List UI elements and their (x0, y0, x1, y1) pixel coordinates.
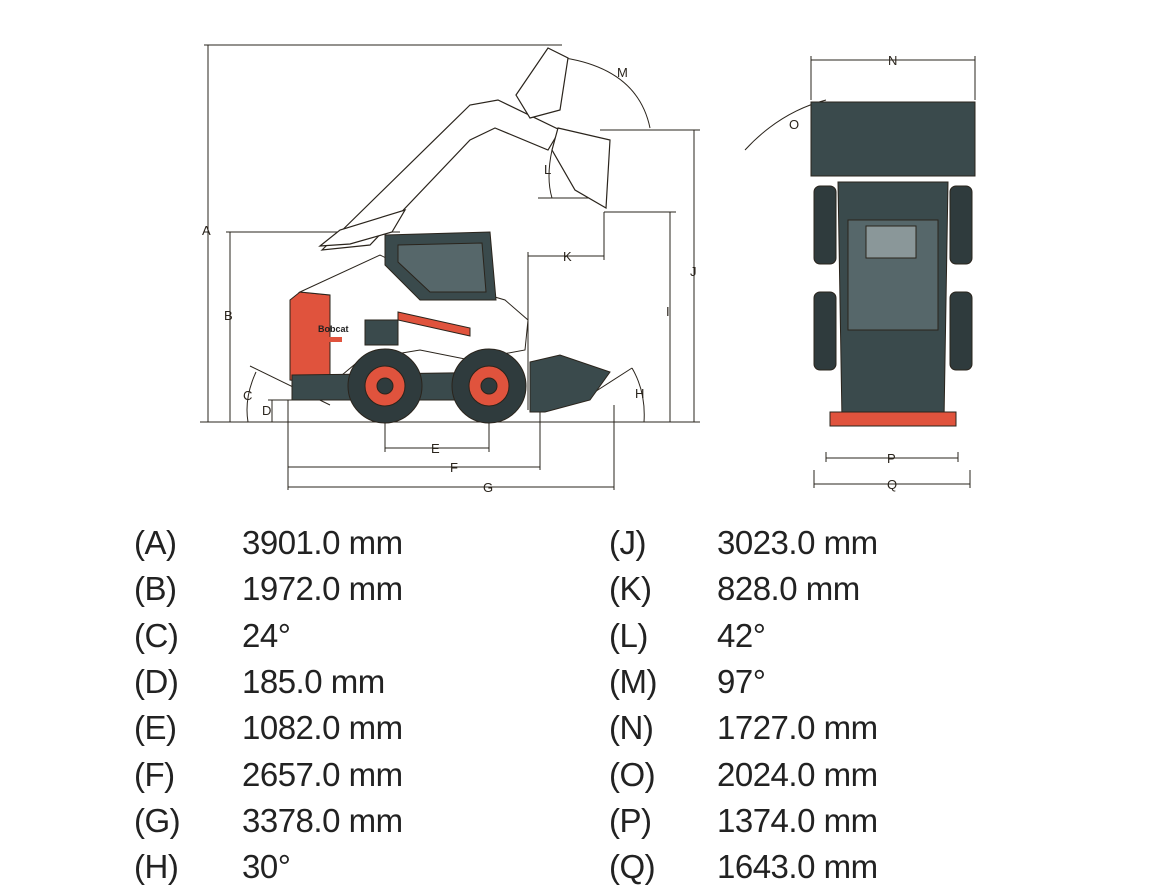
spec-row: (Q) 1643.0 mm (609, 844, 878, 890)
dim-label-i: I (666, 304, 670, 319)
spec-value: 1727.0 mm (717, 709, 878, 747)
skid-steer-dimension-diagram: Bobcat A B C D E F G (200, 44, 976, 495)
spec-row: (G) 3378.0 mm (134, 798, 403, 844)
spec-value: 1972.0 mm (242, 570, 403, 608)
dim-label-q: Q (887, 477, 897, 492)
spec-key: (L) (609, 616, 648, 654)
spec-row: (A) 3901.0 mm (134, 520, 403, 566)
dim-label-b: B (224, 308, 233, 323)
spec-row: (O) 2024.0 mm (609, 751, 878, 797)
spec-key: (Q) (609, 848, 656, 886)
dim-label-f: F (450, 460, 458, 475)
brand-stamp: Bobcat (318, 324, 349, 334)
spec-value: 828.0 mm (717, 570, 860, 608)
spec-value: 2657.0 mm (242, 755, 403, 793)
spec-row: (P) 1374.0 mm (609, 798, 878, 844)
dim-label-h: H (635, 386, 644, 401)
spec-value: 1643.0 mm (717, 848, 878, 886)
dim-label-o: O (789, 117, 799, 132)
spec-row: (H) 30° (134, 844, 403, 890)
spec-row: (N) 1727.0 mm (609, 705, 878, 751)
dim-label-n: N (888, 53, 897, 68)
spec-key: (M) (609, 663, 657, 701)
spec-value: 3901.0 mm (242, 524, 403, 562)
spec-value: 3378.0 mm (242, 801, 403, 839)
spec-table-left: (A) 3901.0 mm (B) 1972.0 mm (C) 24° (D) 185.0 m… (134, 520, 403, 890)
spec-row: (M) 97° (609, 659, 878, 705)
spec-key: (B) (134, 570, 177, 608)
spec-value: 1082.0 mm (242, 709, 403, 747)
spec-key: (J) (609, 524, 646, 562)
spec-value: 3023.0 mm (717, 524, 878, 562)
spec-key: (F) (134, 755, 175, 793)
spec-key: (P) (609, 801, 652, 839)
spec-row: (L) 42° (609, 613, 878, 659)
spec-key: (K) (609, 570, 652, 608)
spec-key: (C) (134, 616, 179, 654)
spec-value: 185.0 mm (242, 663, 385, 701)
dim-label-j: J (690, 264, 697, 279)
spec-value: 30° (242, 848, 291, 886)
spec-value: 42° (717, 616, 766, 654)
spec-value: 2024.0 mm (717, 755, 878, 793)
dim-label-e: E (431, 441, 440, 456)
spec-row: (C) 24° (134, 613, 403, 659)
spec-row: (B) 1972.0 mm (134, 566, 403, 612)
spec-row: (D) 185.0 mm (134, 659, 403, 705)
dim-label-g: G (483, 480, 493, 495)
dim-label-k: K (563, 249, 572, 264)
spec-key: (A) (134, 524, 177, 562)
spec-key: (G) (134, 801, 181, 839)
spec-key: (D) (134, 663, 179, 701)
dim-label-a: A (202, 223, 211, 238)
dim-label-d: D (262, 403, 271, 418)
spec-table-right: (J) 3023.0 mm (K) 828.0 mm (L) 42° (M) 97° (N) 17… (609, 520, 878, 890)
dim-label-m: M (617, 65, 628, 80)
dim-label-p: P (887, 451, 896, 466)
spec-value: 1374.0 mm (717, 801, 878, 839)
spec-row: (J) 3023.0 mm (609, 520, 878, 566)
spec-value: 97° (717, 663, 766, 701)
spec-row: (E) 1082.0 mm (134, 705, 403, 751)
spec-key: (O) (609, 755, 656, 793)
spec-key: (N) (609, 709, 654, 747)
dim-label-c: C (243, 388, 252, 403)
spec-row: (F) 2657.0 mm (134, 751, 403, 797)
spec-key: (H) (134, 848, 179, 886)
spec-row: (K) 828.0 mm (609, 566, 878, 612)
spec-key: (E) (134, 709, 177, 747)
dim-label-l: L (544, 162, 551, 177)
spec-value: 24° (242, 616, 291, 654)
